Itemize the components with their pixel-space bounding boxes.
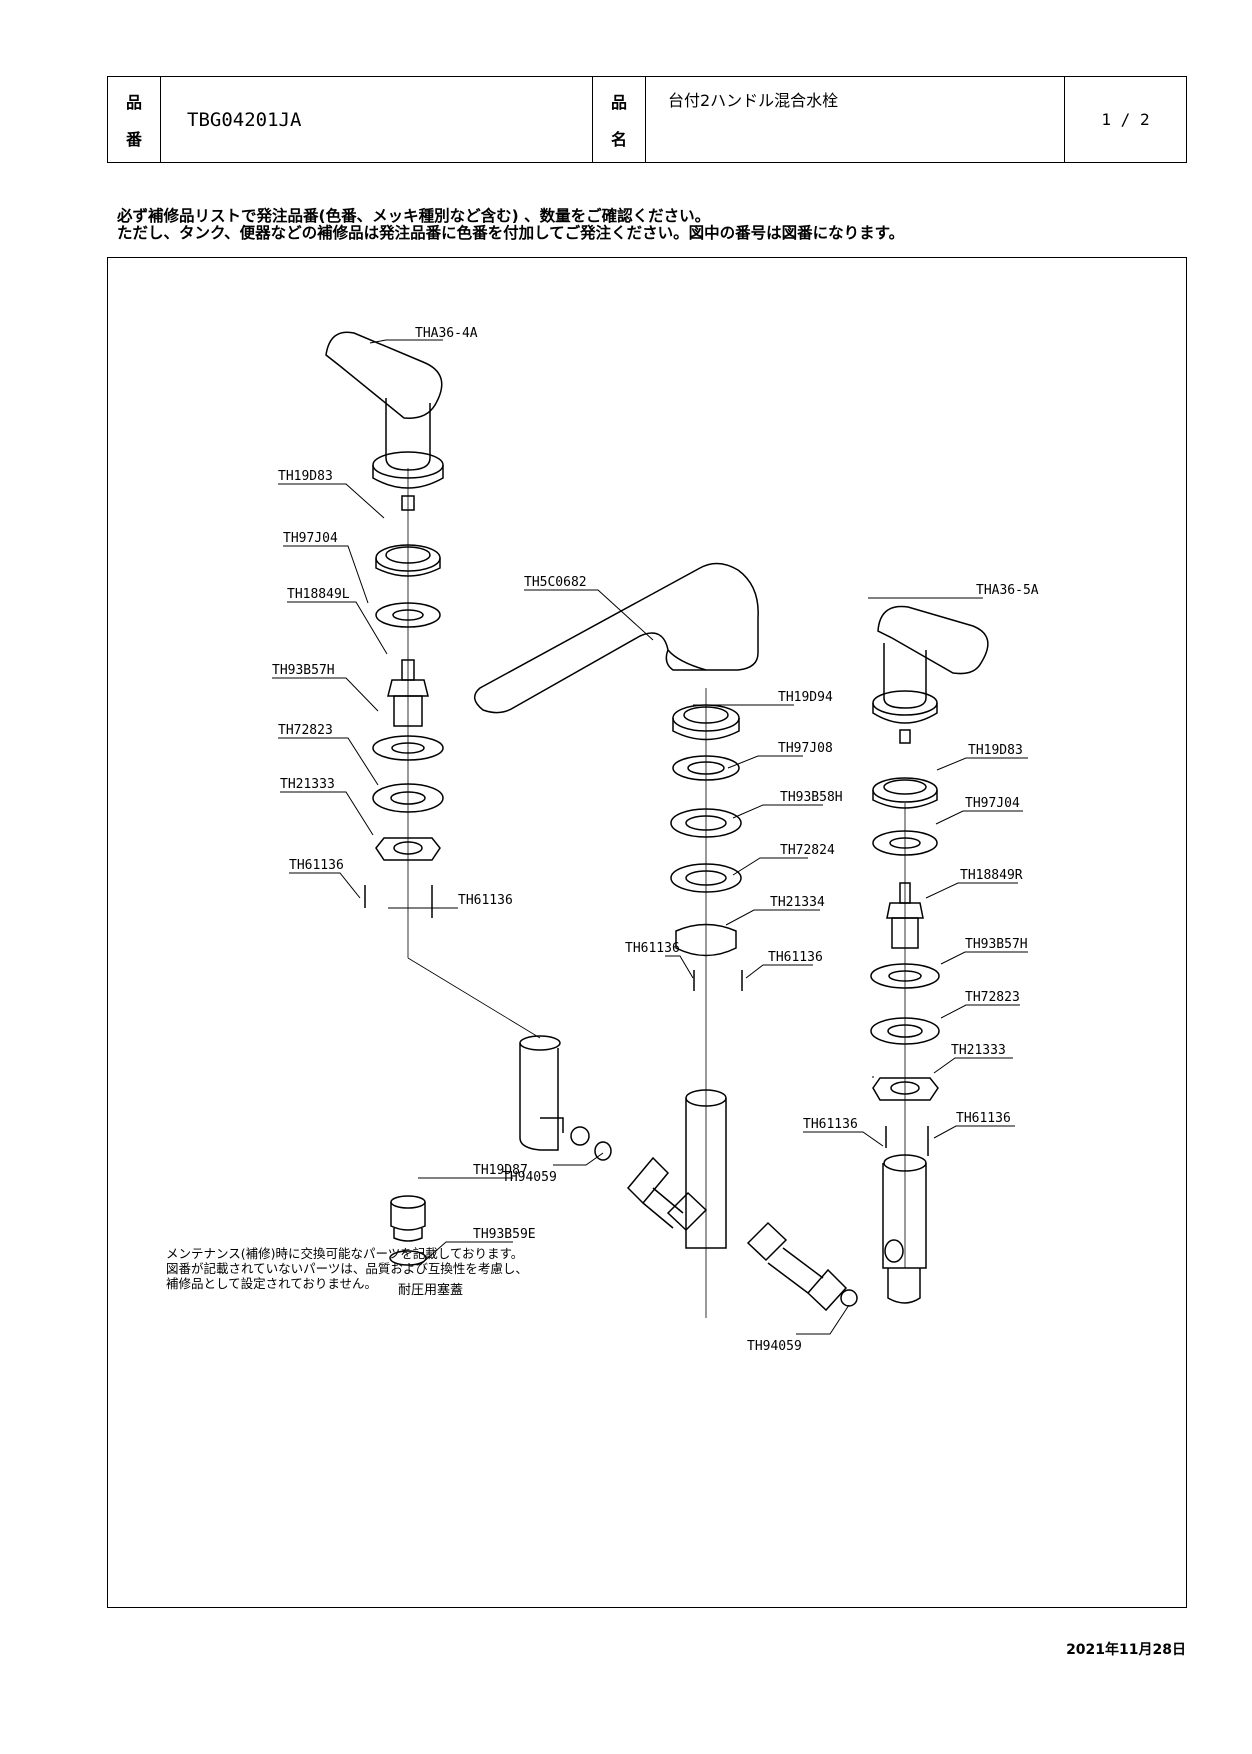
- label-th5c0682: TH5C0682: [524, 575, 587, 590]
- label-char: 名: [610, 129, 627, 149]
- label-th61136-center-1: TH61136: [625, 941, 680, 956]
- footnote-line-2: 図番が記載されていないパーツは、品質および互換性を考慮し、: [166, 1261, 528, 1276]
- label-th19d94: TH19D94: [778, 690, 833, 705]
- label-th61136-right-2: TH61136: [956, 1111, 1011, 1126]
- label-th93b57h-left: TH93B57H: [272, 663, 335, 678]
- label-th21334: TH21334: [770, 895, 825, 910]
- spout: [474, 562, 759, 714]
- label-th61136-right-1: TH61136: [803, 1117, 858, 1132]
- label-th93b59e: TH93B59E: [473, 1227, 536, 1242]
- label-plug-caption: 耐圧用塞蓋: [398, 1282, 463, 1298]
- part-number: TBG04201JA: [161, 77, 593, 162]
- label-th19d87: TH19D87: [473, 1163, 528, 1178]
- label-th72824: TH72824: [780, 843, 835, 858]
- footnote-line-3: 補修品として設定されておりません。: [166, 1276, 378, 1291]
- page-number: 1 / 2: [1101, 110, 1150, 129]
- part-name: 台付2ハンドル混合水栓: [646, 77, 1065, 162]
- label-th97j08: TH97J08: [778, 741, 833, 756]
- title-block: 品 番 TBG04201JA 品 名 台付2ハンドル混合水栓 1 / 2: [107, 76, 1187, 163]
- label-th18849r: TH18849R: [960, 868, 1023, 883]
- label-th18849l: TH18849L: [287, 587, 350, 602]
- right-handle: [872, 605, 989, 744]
- maintenance-footnote: メンテナンス(補修)時に交換可能なパーツを記載しております。 図番が記載されてい…: [166, 1246, 528, 1291]
- part-number-label: 品 番: [108, 77, 161, 162]
- center-lines: [407, 468, 906, 1318]
- label-th97j04-right: TH97J04: [965, 796, 1020, 811]
- valve-bodies: [519, 1035, 927, 1304]
- label-th19d83-right: TH19D83: [968, 743, 1023, 758]
- label-char: 品: [610, 93, 627, 113]
- left-valve-stack: [364, 544, 444, 918]
- diagram-frame: THA36-4A TH19D83 TH97J04 TH18849L TH93B5…: [107, 257, 1187, 1608]
- label-char: 番: [125, 129, 142, 149]
- plug-cap: [389, 1195, 427, 1266]
- leader-lines: [272, 339, 1028, 1335]
- notice-line-1: 必ず補修品リストで発注品番(色番、メッキ種別など含む) 、数量をご確認ください。: [117, 207, 711, 225]
- label-tha36-5a: THA36-5A: [976, 583, 1039, 598]
- right-valve-stack: [870, 777, 940, 1156]
- label-th94059-right: TH94059: [747, 1339, 802, 1354]
- notice-line-2: ただし、タンク、便器などの補修品は発注品番に色番を付加してご発注ください。図中の…: [117, 224, 905, 242]
- label-th93b58h: TH93B58H: [780, 790, 843, 805]
- label-th72823-left: TH72823: [278, 723, 333, 738]
- label-th21333-right: TH21333: [951, 1043, 1006, 1058]
- label-th94059-left: TH94059: [502, 1170, 557, 1185]
- connecting-pipes: [594, 1141, 858, 1312]
- exploded-view-diagram: THA36-4A TH19D83 TH97J04 TH18849L TH93B5…: [272, 326, 1039, 1354]
- label-th19d83-left: TH19D83: [278, 469, 333, 484]
- order-notice: 必ず補修品リストで発注品番(色番、メッキ種別など含む) 、数量をご確認ください。…: [117, 208, 904, 242]
- center-valve-stack: [670, 704, 743, 991]
- label-th97j04-left: TH97J04: [283, 531, 338, 546]
- label-th61136-center-2: TH61136: [768, 950, 823, 965]
- label-th72823-right: TH72823: [965, 990, 1020, 1005]
- label-char: 品: [125, 93, 142, 113]
- label-th21333-left: TH21333: [280, 777, 335, 792]
- footnote-line-1: メンテナンス(補修)時に交換可能なパーツを記載しております。: [166, 1246, 524, 1261]
- label-th61136-left-2: TH61136: [458, 893, 513, 908]
- label-th61136-left-1: TH61136: [289, 858, 344, 873]
- left-handle: [325, 331, 444, 511]
- label-tha36-4a: THA36-4A: [415, 326, 478, 341]
- part-name-label: 品 名: [593, 77, 646, 162]
- issue-date: 2021年11月28日: [1066, 1642, 1186, 1658]
- label-th93b57h-right: TH93B57H: [965, 937, 1028, 952]
